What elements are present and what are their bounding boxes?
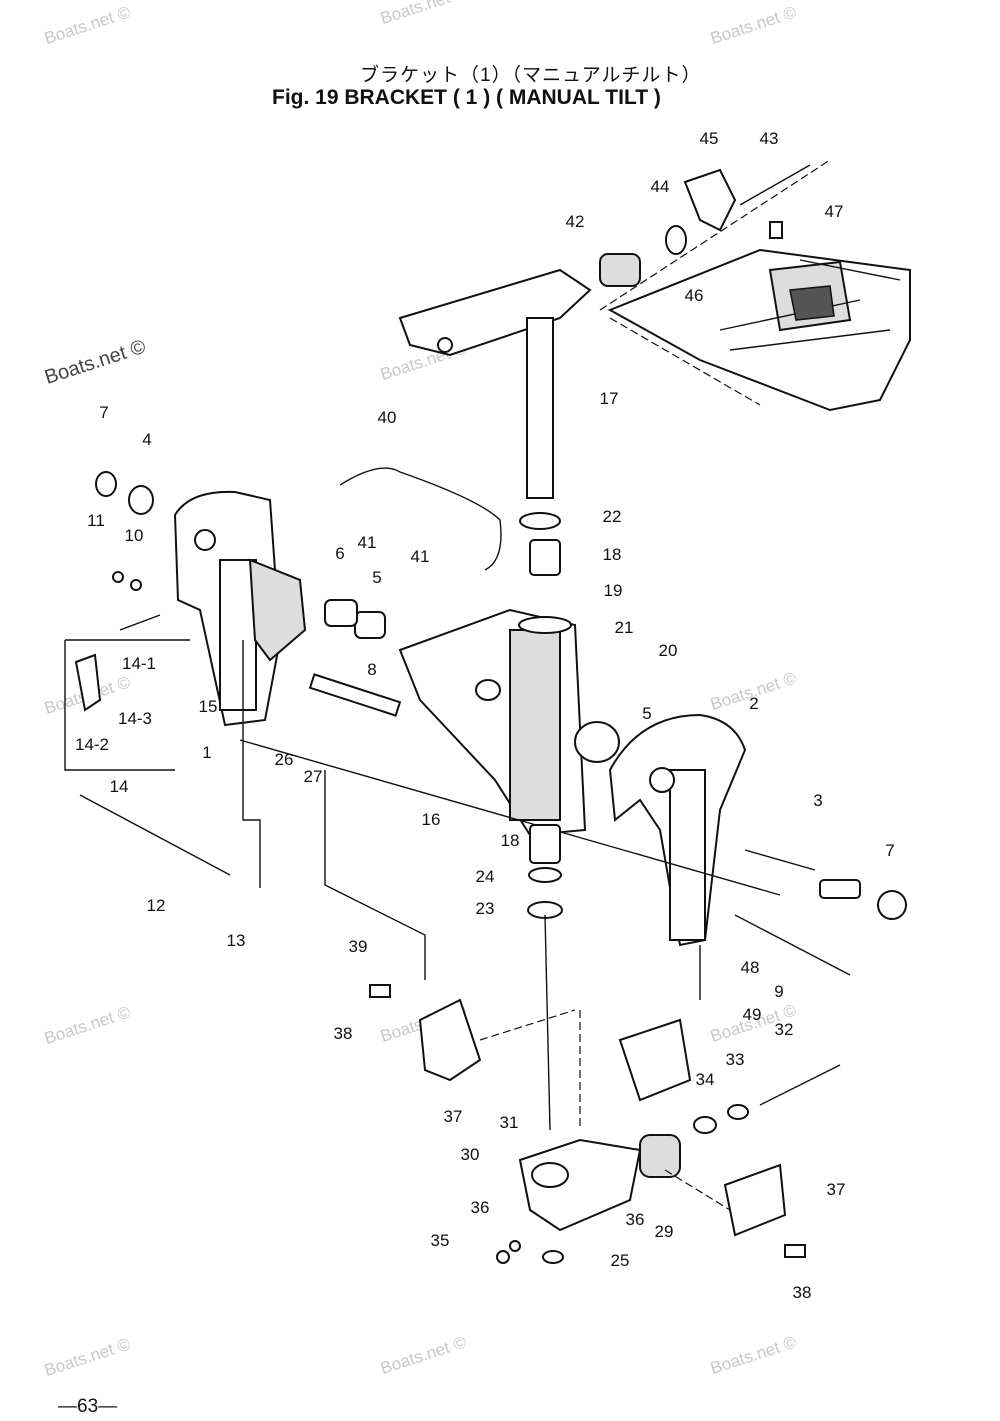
part-label: 45 bbox=[699, 129, 719, 148]
part-label: 47 bbox=[824, 202, 844, 221]
part-label: 30 bbox=[460, 1145, 480, 1164]
right-clamp-bracket bbox=[608, 713, 747, 947]
part-label: 3 bbox=[813, 791, 823, 810]
left-nuts bbox=[95, 471, 154, 591]
part-label: 17 bbox=[599, 389, 619, 408]
part-label: 46 bbox=[684, 286, 704, 305]
part-label: 22 bbox=[602, 507, 622, 526]
part-label: 49 bbox=[742, 1005, 762, 1024]
part-label: 2 bbox=[749, 694, 759, 713]
swivel-bracket bbox=[398, 608, 587, 837]
lock-lever bbox=[64, 639, 190, 771]
part-label: 39 bbox=[348, 937, 368, 956]
part-label: 31 bbox=[499, 1113, 519, 1132]
part-label: 7 bbox=[885, 841, 895, 860]
part-label: 29 bbox=[654, 1222, 674, 1241]
part-label: 4 bbox=[142, 430, 152, 449]
part-label: 15 bbox=[198, 697, 218, 716]
part-label: 42 bbox=[565, 212, 585, 231]
part-label: 14 bbox=[109, 777, 129, 796]
part-label: 41 bbox=[410, 547, 430, 566]
engine-mount-block bbox=[607, 248, 911, 412]
part-label: 6 bbox=[335, 544, 345, 563]
lower-mount-assembly bbox=[369, 984, 841, 1264]
part-label: 1 bbox=[202, 743, 212, 762]
part-label: 14-2 bbox=[74, 735, 110, 754]
part-label: 14-1 bbox=[121, 654, 157, 673]
part-label: 23 bbox=[475, 899, 495, 918]
part-label: 26 bbox=[274, 750, 294, 769]
part-label: 36 bbox=[470, 1198, 490, 1217]
part-label: 37 bbox=[443, 1107, 463, 1126]
part-label: 13 bbox=[226, 931, 246, 950]
part-label: 38 bbox=[333, 1024, 353, 1043]
part-label: 32 bbox=[774, 1020, 794, 1039]
part-label: 36 bbox=[625, 1210, 645, 1229]
part-label: 38 bbox=[792, 1283, 812, 1302]
part-label: 20 bbox=[658, 641, 678, 660]
part-label: 48 bbox=[740, 958, 760, 977]
part-label: 35 bbox=[430, 1231, 450, 1250]
part-label: 18 bbox=[602, 545, 622, 564]
part-label: 21 bbox=[614, 618, 634, 637]
tubes-and-bolts bbox=[79, 599, 907, 976]
part-label: 16 bbox=[421, 810, 441, 829]
part-label: 11 bbox=[87, 511, 105, 530]
part-label: 9 bbox=[774, 982, 784, 1001]
part-label: 43 bbox=[759, 129, 779, 148]
part-label: 44 bbox=[650, 177, 670, 196]
part-label: 33 bbox=[725, 1050, 745, 1069]
figure-title-japanese: ブラケット（1）（マニュアルチルト） bbox=[360, 65, 702, 86]
part-label: 8 bbox=[367, 660, 377, 679]
steering-arm bbox=[398, 268, 592, 499]
part-label: 10 bbox=[124, 526, 144, 545]
part-label: 7 bbox=[99, 403, 109, 422]
part-label: 24 bbox=[475, 867, 495, 886]
part-label: 37 bbox=[826, 1180, 846, 1199]
part-label: 12 bbox=[146, 896, 166, 915]
part-label: 5 bbox=[372, 568, 382, 587]
figure-title: Fig. 19 BRACKET ( 1 ) ( MANUAL TILT ) bbox=[272, 86, 661, 109]
part-label: 14-3 bbox=[117, 709, 153, 728]
part-label: 40 bbox=[377, 408, 397, 427]
part-label: 5 bbox=[642, 704, 652, 723]
part-label: 41 bbox=[357, 533, 377, 552]
upper-mount-parts bbox=[599, 164, 811, 287]
part-label: 18 bbox=[500, 831, 520, 850]
part-label: 34 bbox=[695, 1070, 715, 1089]
part-label: 27 bbox=[303, 767, 323, 786]
part-label: 25 bbox=[610, 1251, 630, 1270]
part-label: 19 bbox=[603, 581, 623, 600]
left-clamp-bracket bbox=[173, 490, 307, 727]
ground-wire bbox=[339, 467, 502, 571]
page-number: —63— bbox=[58, 1396, 118, 1417]
